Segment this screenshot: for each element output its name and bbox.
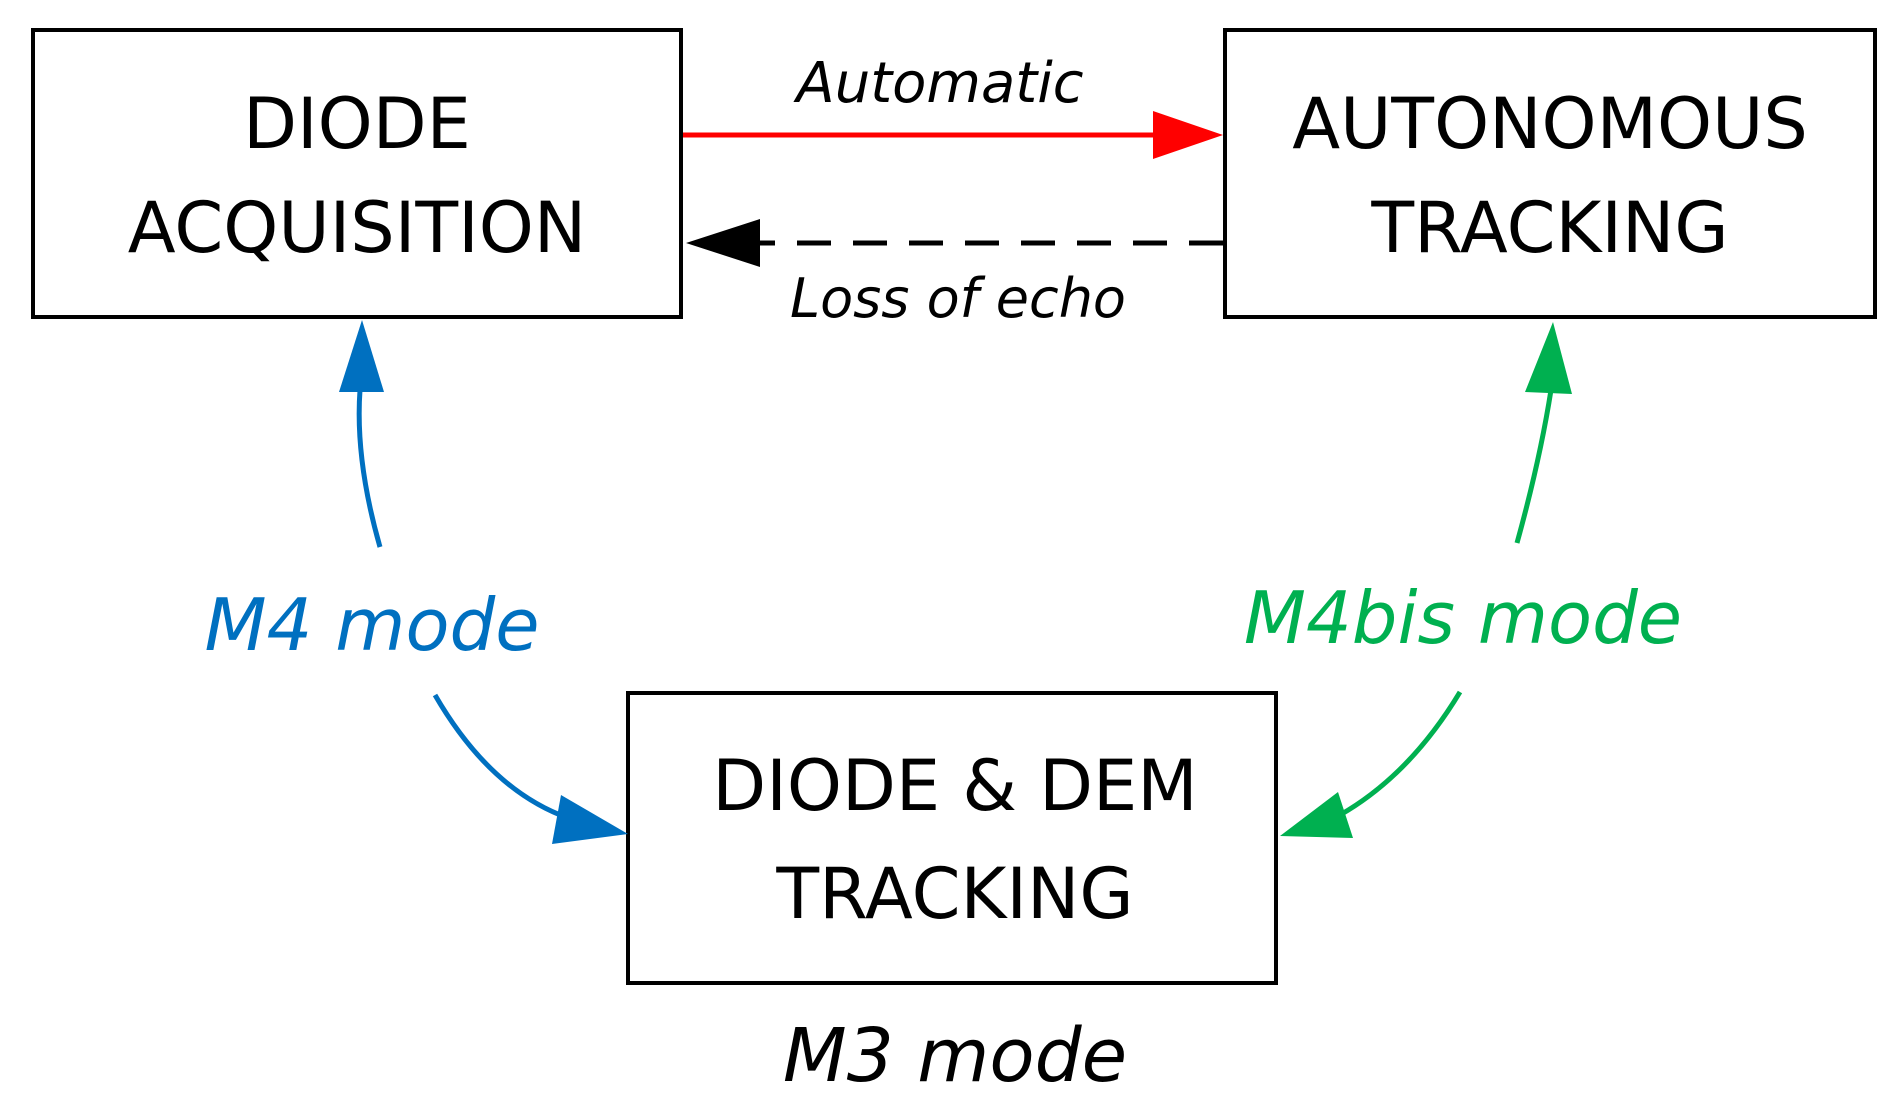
edge-m4bis-lower-arrowhead — [1280, 792, 1353, 838]
edge-m4-lower-arrowhead — [552, 795, 628, 844]
node-diode-dem-tracking-box — [626, 691, 1278, 985]
edge-loss-of-echo-label: Loss of echo — [790, 267, 1126, 330]
edge-m4-upper-curve — [356, 389, 383, 548]
edge-m4-lower-curve — [432, 693, 569, 821]
node-diode-acquisition-line2: ACQUISITION — [128, 187, 586, 269]
edge-loss-of-echo-arrowhead — [686, 219, 760, 267]
node-autonomous-tracking-box — [1223, 28, 1877, 319]
edge-loss-of-echo: Loss of echo — [686, 219, 1223, 330]
node-diode-dem-tracking-line2: TRACKING — [775, 853, 1133, 935]
edge-m4: M4 mode — [204, 320, 628, 844]
edge-m4bis-label: M4bis mode — [1244, 576, 1682, 660]
edge-automatic: Automatic — [683, 51, 1223, 159]
edge-m4-upper-arrowhead — [339, 320, 384, 392]
node-autonomous-tracking-line2: TRACKING — [1370, 187, 1728, 269]
edge-m4bis-upper-arrowhead — [1525, 322, 1572, 394]
edge-m4bis-lower-curve — [1338, 690, 1463, 818]
edge-m4bis-upper-curve — [1514, 389, 1554, 544]
caption-m3-mode: M3 mode — [783, 1013, 1127, 1099]
node-autonomous-tracking: AUTONOMOUS TRACKING — [1223, 28, 1877, 319]
edge-m4-label: M4 mode — [204, 583, 539, 667]
node-autonomous-tracking-line1: AUTONOMOUS — [1292, 83, 1808, 165]
node-diode-acquisition-line1: DIODE — [243, 83, 471, 165]
edge-automatic-arrowhead — [1153, 111, 1223, 159]
node-diode-acquisition-box — [31, 28, 683, 319]
edge-automatic-label: Automatic — [793, 51, 1083, 116]
edge-m4bis: M4bis mode — [1244, 322, 1682, 838]
node-diode-dem-tracking-line1: DIODE & DEM — [712, 745, 1197, 827]
node-diode-acquisition: DIODE ACQUISITION — [31, 28, 683, 319]
node-diode-dem-tracking: DIODE & DEM TRACKING — [626, 691, 1278, 985]
